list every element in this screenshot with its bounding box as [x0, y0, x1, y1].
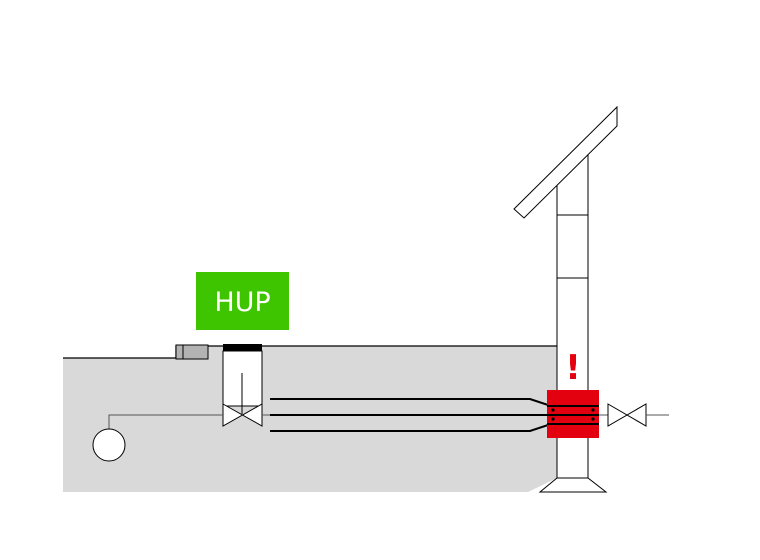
surface-cap-block	[175, 344, 209, 360]
roof	[513, 105, 618, 219]
seal-bolt	[551, 408, 555, 412]
warning-mark: !	[565, 348, 581, 388]
shaft-cover	[223, 344, 262, 351]
hup-badge	[196, 272, 289, 330]
foundation-footing	[538, 477, 608, 493]
seal-bolt	[591, 408, 595, 412]
service-line	[108, 414, 223, 431]
seal-bolt	[551, 417, 555, 421]
shaft-valve-icon	[222, 403, 263, 427]
indoor-valve-icon	[607, 403, 647, 427]
seal-bolt	[591, 417, 595, 421]
gas-main-circle	[92, 428, 126, 462]
ground-area	[63, 346, 557, 492]
hup-badge-label: HUP	[214, 287, 270, 318]
